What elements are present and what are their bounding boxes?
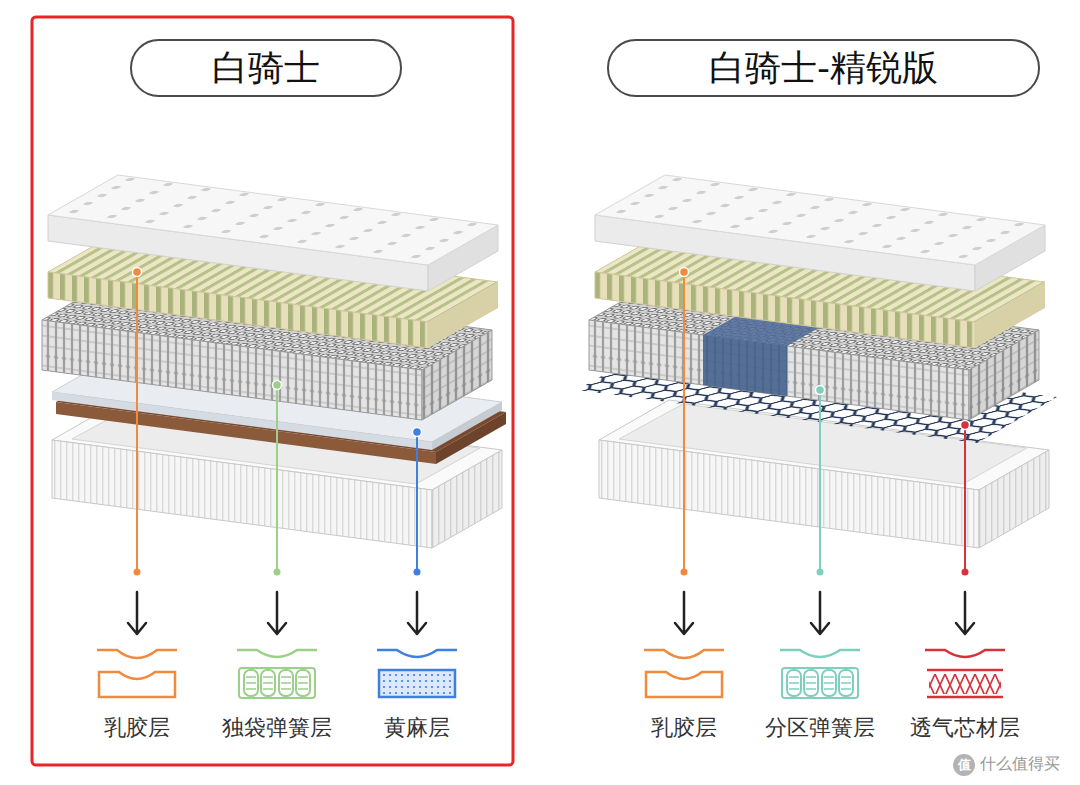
leader-line <box>961 421 970 430</box>
layer-name: 乳胶层 <box>104 714 170 743</box>
leader-line <box>276 385 278 572</box>
latex-layer <box>428 282 498 348</box>
pocket-spring-icon <box>246 677 308 689</box>
jute-icon <box>377 650 457 697</box>
leader-line <box>133 268 970 576</box>
down-arrow <box>408 592 426 634</box>
layer-name: 分区弹簧层 <box>765 714 875 743</box>
product-name: 白骑士-精锐版 <box>709 47 938 88</box>
title-pill: 白骑士 <box>130 39 402 96</box>
breathable-core-icon <box>925 650 1005 697</box>
latex-layer <box>975 282 1045 348</box>
layer-name: 黄麻层 <box>384 714 450 743</box>
leader-line <box>274 569 281 576</box>
leader-line <box>962 569 969 576</box>
pillow-top <box>48 175 498 291</box>
leader-line <box>416 432 418 572</box>
base-frame <box>432 450 502 548</box>
down-arrow <box>268 592 286 634</box>
leader-line <box>680 268 689 277</box>
leader-line <box>964 425 966 572</box>
leader-line <box>414 569 421 576</box>
leader-line <box>816 386 825 395</box>
leader-line <box>819 390 821 572</box>
zoned-spring-icon <box>789 677 851 689</box>
layer-name: 乳胶层 <box>651 714 717 743</box>
pocket-spring-icon <box>237 650 317 657</box>
down-arrow <box>811 592 829 634</box>
logo-badge: 值 <box>953 754 975 776</box>
base-frame <box>979 450 1049 548</box>
breathable-core-icon <box>929 674 1001 694</box>
layer-name: 独袋弹簧层 <box>222 714 332 743</box>
latex-icon <box>646 672 722 697</box>
leader-line <box>136 272 138 572</box>
latex-icon <box>644 650 724 697</box>
leader-line <box>681 569 688 576</box>
latex-icon <box>99 672 175 697</box>
title-pill: 白骑士-精锐版 <box>607 39 1040 96</box>
leader-line <box>133 268 142 277</box>
pocket-spring-icon <box>239 668 315 698</box>
mattress-exploded <box>577 175 1057 548</box>
watermark: 什么值得买 <box>980 754 1060 775</box>
pillow-top <box>595 175 1045 265</box>
pillow-top <box>595 175 1045 291</box>
down-arrow <box>956 592 974 634</box>
leader-line <box>134 569 141 576</box>
breathable-core-icon <box>925 650 1005 657</box>
felt-layer <box>432 402 502 450</box>
down-arrow <box>675 592 693 634</box>
pocket-spring-icon <box>237 650 317 698</box>
mattress-exploded <box>42 175 506 548</box>
layer-name: 透气芯材层 <box>910 714 1020 743</box>
leader-line <box>273 381 282 390</box>
breathable-core-icon <box>927 670 1003 697</box>
leader-line <box>413 428 422 437</box>
logo-text: 值 <box>958 758 971 773</box>
down-arrow <box>128 592 974 634</box>
leader-line <box>817 569 824 576</box>
zoned-spring-icon <box>780 650 860 698</box>
zoned-spring-icon <box>782 668 858 698</box>
latex-icon <box>97 650 177 658</box>
zoned-spring-icon <box>780 650 860 657</box>
jute-icon <box>377 650 457 657</box>
base-frame <box>52 440 432 548</box>
latex-icon <box>97 650 177 697</box>
pillow-top <box>48 175 498 265</box>
highlight-frame <box>32 17 513 765</box>
latex-icon <box>644 650 724 658</box>
zoned-spring-layer <box>703 335 787 396</box>
down-arrow <box>128 592 146 634</box>
leader-line <box>683 272 685 572</box>
product-name: 白骑士 <box>212 47 320 88</box>
base-frame <box>599 440 979 548</box>
jute-icon <box>379 670 455 697</box>
